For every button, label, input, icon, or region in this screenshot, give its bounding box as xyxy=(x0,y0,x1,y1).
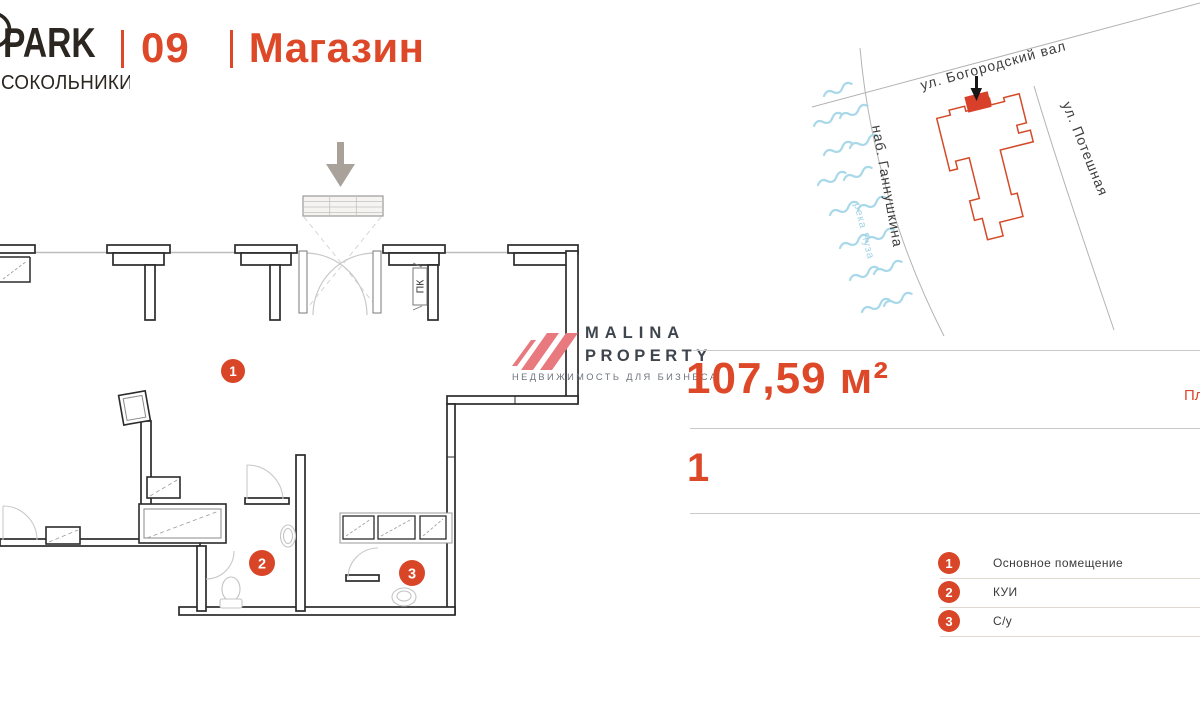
divider-line xyxy=(690,513,1200,514)
fire-hydrant-cabinet: ПК xyxy=(412,262,428,311)
entrance-canopy xyxy=(302,195,384,217)
brand-logo: PARK СОКОЛЬНИКИ xyxy=(0,13,130,94)
room3-door xyxy=(345,547,380,582)
map-building xyxy=(935,91,1035,241)
divider-line xyxy=(690,428,1200,429)
entrance-doors xyxy=(298,216,382,316)
unit-number: 09 xyxy=(141,24,190,71)
legend-row: 3 С/у xyxy=(938,610,1200,632)
map-pointer-icon xyxy=(970,76,982,101)
agency-watermark: MALINA PROPERTY НЕДВИЖИМОСТЬ ДЛЯ БИЗНЕСА xyxy=(512,318,722,384)
room1-marker xyxy=(221,359,245,383)
svg-text:2: 2 xyxy=(258,557,266,573)
unit-type: Магазин xyxy=(248,24,425,71)
watermark-name: MALINA xyxy=(585,324,686,342)
brand-name: PARK xyxy=(3,21,96,67)
left-windows xyxy=(45,389,227,545)
legend-label-1: Основное помещение xyxy=(993,556,1124,570)
watermark-name2: PROPERTY xyxy=(585,347,712,365)
river-waves-icon xyxy=(812,81,913,314)
legend-marker-2: 2 xyxy=(938,581,960,603)
legend-marker-3: 3 xyxy=(938,610,960,632)
divider-line xyxy=(693,350,1200,351)
brand-subname: СОКОЛЬНИКИ xyxy=(1,71,130,94)
legend-label-3: С/у xyxy=(993,614,1013,628)
map-unit-highlight xyxy=(964,91,992,113)
window-diagonals xyxy=(48,479,220,543)
page-title: 09 Магазин xyxy=(121,27,425,69)
title-divider-bar xyxy=(121,30,124,68)
room2-toilet xyxy=(219,576,243,609)
area-value: 107,59 м² xyxy=(686,354,890,403)
map-roads xyxy=(811,2,1200,337)
legend-row: 2 КУИ xyxy=(938,581,1200,603)
svg-text:3: 3 xyxy=(408,567,416,583)
room2-sink xyxy=(279,524,297,548)
left-window-bay xyxy=(0,256,31,283)
room3-toilet xyxy=(391,587,417,607)
area-label: Площадь xyxy=(1184,387,1200,404)
room2-walls xyxy=(244,454,306,612)
street-right-label: ул. Потешная xyxy=(1059,99,1112,198)
room-markers: 1 2 3 xyxy=(221,359,425,586)
river-label: река Яуза xyxy=(851,202,877,261)
malina-logo-icon xyxy=(512,333,578,370)
embankment-label: наб. Ганнушкина xyxy=(869,124,906,249)
legend-row: 1 Основное помещение xyxy=(938,552,1200,574)
legend-divider xyxy=(940,636,1200,637)
location-map: ул. Богородский вал ул. Потешная наб. Га… xyxy=(811,2,1200,337)
legend-divider xyxy=(940,578,1200,579)
brand-mark-icon xyxy=(0,13,12,47)
floor-plan: ПК xyxy=(0,142,579,616)
left-door xyxy=(2,505,38,541)
room2-marker xyxy=(249,550,275,576)
title-divider-bar xyxy=(229,30,233,68)
floor-value: 1 xyxy=(687,446,710,490)
legend-marker-1: 1 xyxy=(938,552,960,574)
room3-cabinets xyxy=(339,512,453,544)
outer-walls xyxy=(178,250,579,616)
watermark-tagline: НЕДВИЖИМОСТЬ ДЛЯ БИЗНЕСА xyxy=(512,372,719,382)
pk-label: ПК xyxy=(415,279,427,294)
facade-piers xyxy=(0,244,579,321)
street-top-label: ул. Богородский вал xyxy=(919,37,1068,93)
svg-text:1: 1 xyxy=(229,364,237,379)
room3-marker xyxy=(399,560,425,586)
legend-label-2: КУИ xyxy=(993,585,1018,599)
legend-divider xyxy=(940,607,1200,608)
room2-door xyxy=(205,464,284,580)
entrance-arrow-icon xyxy=(326,142,355,187)
